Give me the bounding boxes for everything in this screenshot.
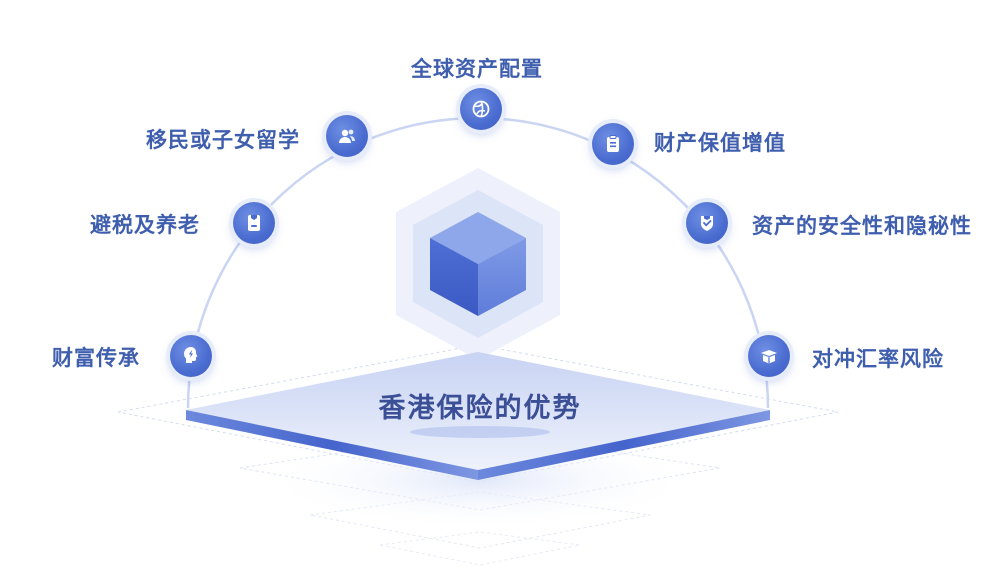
center-title: 香港保险的优势 <box>378 393 582 424</box>
node-immigration-study <box>326 115 368 157</box>
center-platform <box>186 352 770 480</box>
lightbulb-head-icon <box>184 347 198 363</box>
document-badge-icon <box>248 215 260 231</box>
cube-icon <box>430 212 526 316</box>
node-label-wealth-inheritance: 财富传承 <box>52 346 140 370</box>
node-label-security-privacy: 资产的安全性和隐秘性 <box>752 214 972 238</box>
node-wealth-inheritance <box>170 335 212 377</box>
node-tax-retirement <box>233 202 275 244</box>
node-hedge-fx <box>748 335 790 377</box>
node-label-immigration-study: 移民或子女留学 <box>146 128 300 152</box>
node-global-allocation <box>460 88 502 130</box>
node-label-asset-appreciation: 财产保值增值 <box>654 131 786 155</box>
globe-icon <box>472 100 490 118</box>
node-label-tax-retirement: 避税及养老 <box>90 213 200 237</box>
clipboard-icon <box>607 135 619 152</box>
open-box-icon <box>761 350 777 364</box>
node-label-global-allocation: 全球资产配置 <box>411 57 543 81</box>
node-label-hedge-fx: 对冲汇率风险 <box>812 347 944 371</box>
node-asset-appreciation <box>592 123 634 165</box>
shield-check-icon <box>701 216 713 231</box>
node-security-privacy <box>686 202 728 244</box>
users-icon <box>339 129 355 143</box>
